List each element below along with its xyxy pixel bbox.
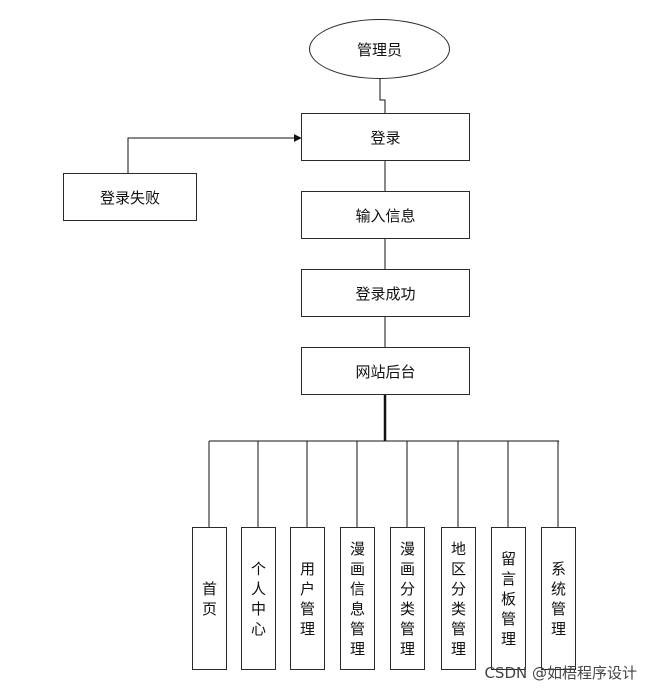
module-message-board-management: 留言板管理: [491, 527, 526, 670]
module-label: 个人中心: [250, 559, 266, 638]
input-info-node: 输入信息: [301, 191, 470, 239]
connector-root-login: [379, 79, 386, 113]
module-comic-category-management: 漫画分类管理: [390, 527, 425, 670]
connector-module-drops: [208, 441, 559, 527]
connector-failed-login: [127, 134, 302, 173]
login-failed-node: 登录失败: [63, 173, 197, 221]
backend-node: 网站后台: [301, 347, 470, 395]
module-user-management: 用户管理: [290, 527, 325, 670]
module-label: 留言板管理: [500, 549, 516, 648]
module-label: 地区分类管理: [450, 539, 466, 658]
module-comic-info-management: 漫画信息管理: [340, 527, 375, 670]
module-label: 用户管理: [299, 559, 315, 638]
module-system-management: 系统管理: [541, 527, 576, 670]
login-node: 登录: [301, 113, 470, 161]
module-label: 漫画分类管理: [399, 539, 415, 658]
module-home: 首页: [192, 527, 227, 670]
login-success-node: 登录成功: [301, 269, 470, 317]
root-node: 管理员: [309, 19, 450, 79]
module-personal-center: 个人中心: [241, 527, 276, 670]
module-region-category-management: 地区分类管理: [441, 527, 476, 670]
module-label: 漫画信息管理: [349, 539, 365, 658]
module-label: 首页: [201, 579, 217, 618]
watermark: CSDN @如梧程序设计: [484, 664, 637, 682]
module-label: 系统管理: [550, 559, 566, 638]
